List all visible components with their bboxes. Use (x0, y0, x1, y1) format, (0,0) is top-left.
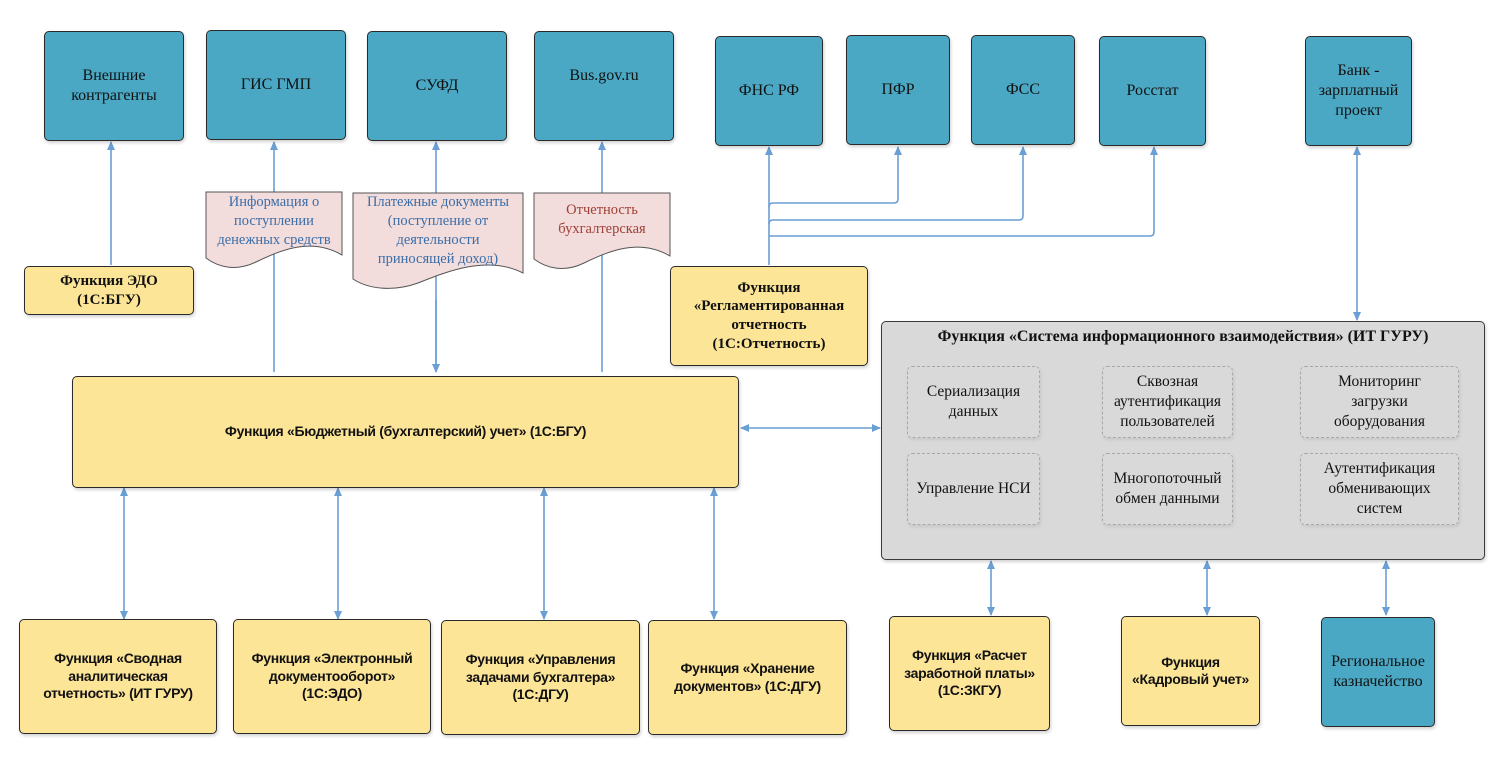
module-monitoring: Мониторинг загрузки оборудования (1300, 366, 1459, 438)
integration-system: Функция «Система информационного взаимод… (881, 321, 1485, 560)
external-busgov: Bus.gov.ru (534, 31, 674, 141)
external-bank: Банк - зарплатный проект (1305, 36, 1412, 146)
module-sso: Сквозная аутентификация пользователей (1102, 366, 1233, 438)
function-hr: Функция «Кадровый учет» (1121, 616, 1260, 726)
function-edo-bgu: Функция ЭДО (1С:БГУ) (24, 266, 194, 315)
external-sufd: СУФД (367, 31, 507, 141)
function-electronic-docflow: Функция «Электронный документооборот» (1… (233, 619, 431, 734)
arrow-reglament-to-pfr (768, 146, 902, 208)
external-pfr: ПФР (846, 35, 950, 145)
function-accountant-tasks: Функция «Управления задачами бухгалтера»… (441, 620, 640, 735)
document-gis-info: Информация о поступлении денежных средст… (205, 191, 343, 270)
module-system-auth: Аутентификация обменивающих систем (1300, 453, 1459, 525)
external-rosstat: Росстат (1099, 36, 1206, 146)
function-svod-reporting: Функция «Сводная аналитическая отчетност… (19, 619, 217, 734)
integration-system-title: Функция «Система информационного взаимод… (937, 328, 1429, 345)
external-regional-treasury: Региональное казначейство (1321, 617, 1435, 727)
arrow-reglament-to-fss (768, 146, 1027, 225)
function-budget-accounting: Функция «Бюджетный (бухгалтерский) учет»… (72, 376, 739, 488)
function-reglament-reporting: Функция «Регламентированная отчетность (… (670, 266, 868, 366)
external-fss: ФСС (971, 35, 1075, 145)
module-multithread: Многопоточный обмен данными (1102, 453, 1233, 525)
document-payments: Платежные документы (поступление от деят… (352, 192, 524, 291)
function-document-storage: Функция «Хранение документов» (1С:ДГУ) (648, 620, 847, 735)
arrow-reglament-to-rosstat (769, 146, 1158, 237)
document-reporting: Отчетность бухгалтерская (533, 192, 671, 271)
external-fns: ФНС РФ (715, 36, 823, 146)
external-vneshnie-kontragenty: Внешние контрагенты (44, 31, 184, 141)
external-gis-gmp: ГИС ГМП (206, 30, 346, 140)
module-serialization: Сериализация данных (907, 366, 1040, 438)
function-payroll: Функция «Расчет заработной платы» (1С:ЗК… (889, 616, 1050, 731)
module-nsi: Управление НСИ (907, 453, 1040, 525)
